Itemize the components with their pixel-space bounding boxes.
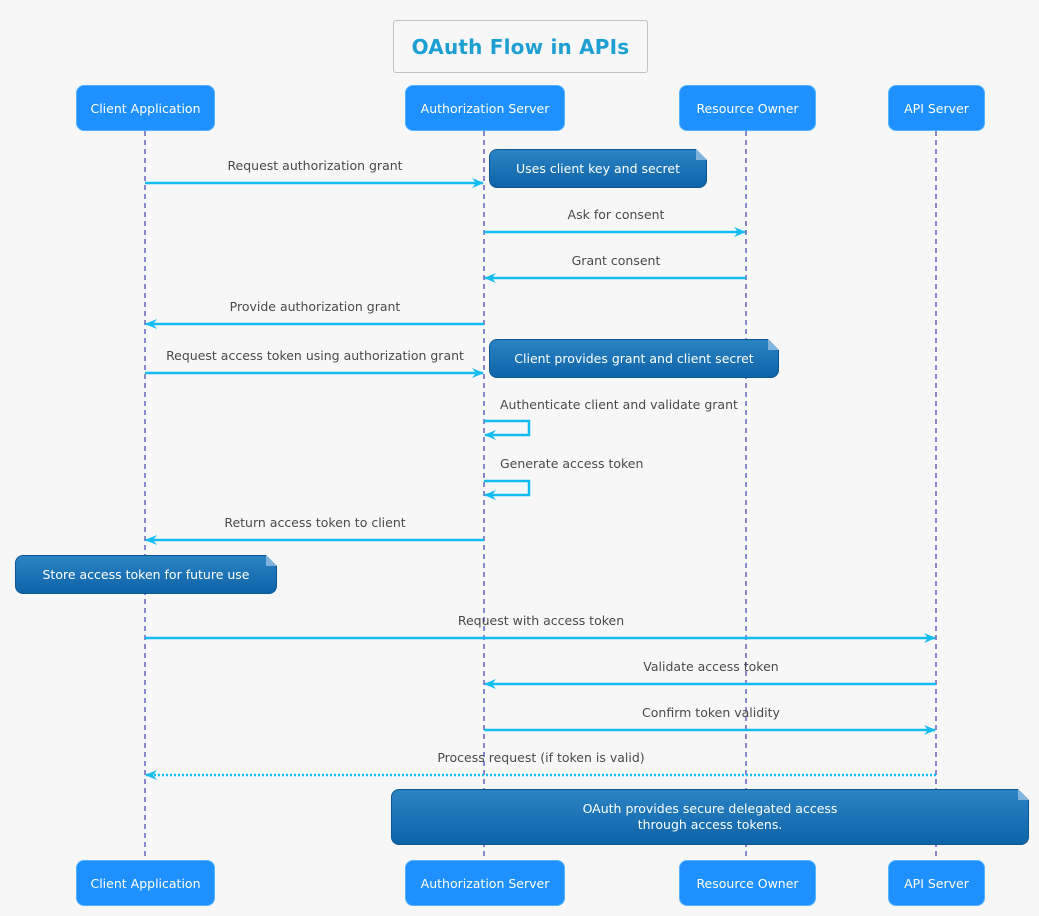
message-label: Ask for consent <box>567 207 665 222</box>
note-text: through access tokens. <box>637 817 783 832</box>
participant-api-top: API Server <box>888 85 985 131</box>
participant-auth-top: Authorization Server <box>405 85 565 131</box>
diagram-title: OAuth Flow in APIs <box>393 20 648 73</box>
message-label: Confirm token validity <box>642 705 780 720</box>
participant-auth-bottom: Authorization Server <box>405 860 565 906</box>
note-oauth-summary: OAuth provides secure delegated access t… <box>391 789 1029 845</box>
participant-owner-bottom: Resource Owner <box>679 860 816 906</box>
note-client-key: Uses client key and secret <box>489 149 707 188</box>
message-label: Validate access token <box>643 659 779 674</box>
message-label: Provide authorization grant <box>229 299 401 314</box>
note-grant-secret: Client provides grant and client secret <box>489 339 779 378</box>
message-label: Return access token to client <box>224 515 406 530</box>
message-label: Generate access token <box>500 456 644 471</box>
note-text: Uses client key and secret <box>515 160 681 176</box>
participant-api-bottom: API Server <box>888 860 985 906</box>
note-fold <box>266 555 277 566</box>
arrow-generate-self <box>484 479 531 500</box>
note-text: Store access token for future use <box>42 566 250 582</box>
arrow-authenticate-self <box>484 419 531 440</box>
message-label: Request access token using authorization… <box>166 348 464 363</box>
message-label: Process request (if token is valid) <box>437 750 645 765</box>
note-fold <box>1018 789 1029 800</box>
message-label: Request with access token <box>457 613 625 628</box>
message-label: Authenticate client and validate grant <box>500 397 738 412</box>
note-store-token: Store access token for future use <box>15 555 277 594</box>
note-fold <box>696 149 707 160</box>
note-fold <box>768 339 779 350</box>
note-text: OAuth provides secure delegated access <box>582 801 838 816</box>
message-label: Request authorization grant <box>227 158 403 173</box>
participant-client-bottom: Client Application <box>76 860 215 906</box>
note-text: Client provides grant and client secret <box>514 350 754 366</box>
participant-owner-top: Resource Owner <box>679 85 816 131</box>
participant-client-top: Client Application <box>76 85 215 131</box>
message-label: Grant consent <box>571 253 661 268</box>
